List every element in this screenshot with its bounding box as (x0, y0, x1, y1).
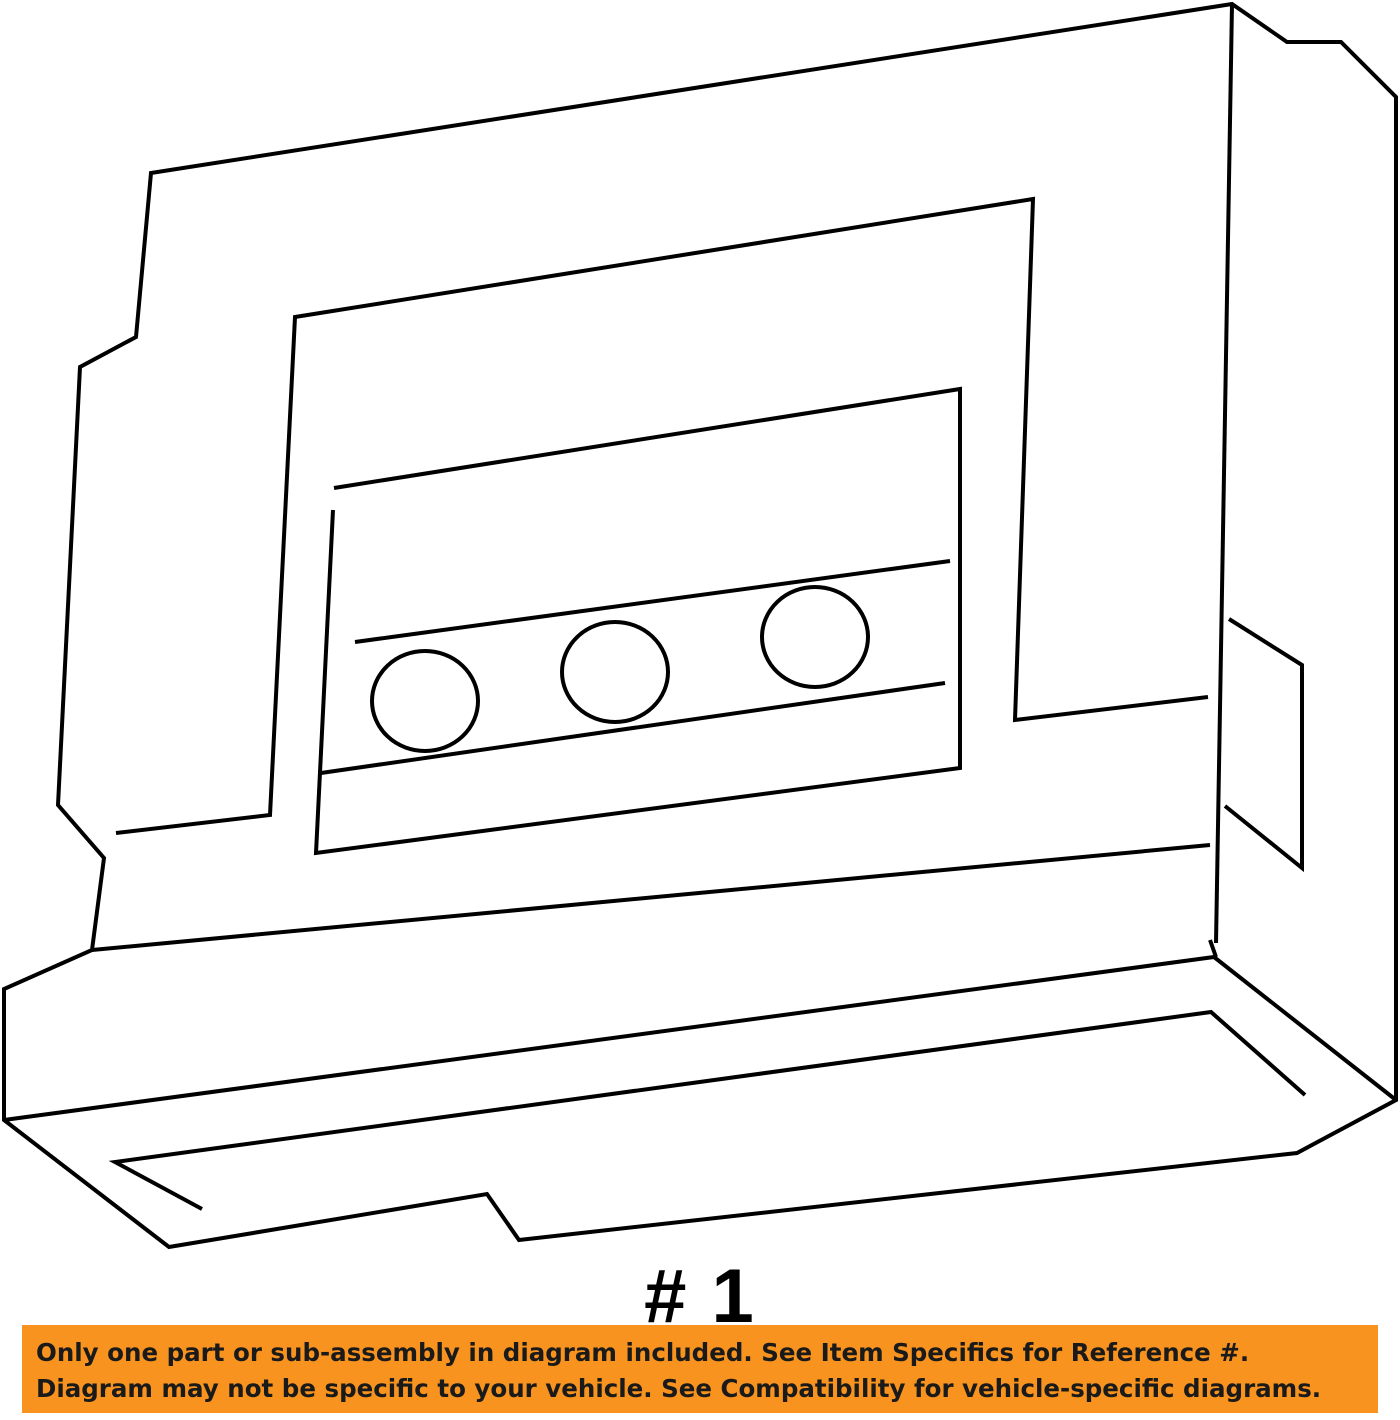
housing-upper-step-left (115, 196, 1209, 835)
disclaimer-line-2: Diagram may not be specific to your vehi… (36, 1374, 1322, 1403)
module-line-drawing (2, 1, 1398, 1250)
tray-corner (1208, 939, 1218, 958)
housing-upper-step (91, 843, 1211, 952)
connector-circle-1 (370, 649, 480, 753)
tray-top-edge (3, 954, 1398, 1122)
label-stripe-lower (320, 681, 946, 775)
label-panel (313, 386, 962, 856)
housing-right-edge (1214, 3, 1234, 944)
connector-circle-3 (760, 585, 870, 689)
housing-outline (2, 1, 1398, 1250)
disclaimer-line-1: Only one part or sub-assembly in diagram… (36, 1338, 1250, 1367)
part-callout-label: # 1 (644, 1254, 756, 1339)
connector-circle-2 (560, 620, 670, 724)
label-stripe-upper (354, 559, 951, 644)
side-tab (1223, 617, 1304, 873)
disclaimer-banner: Only one part or sub-assembly in diagram… (22, 1325, 1378, 1413)
tray-recess (108, 1009, 1307, 1211)
